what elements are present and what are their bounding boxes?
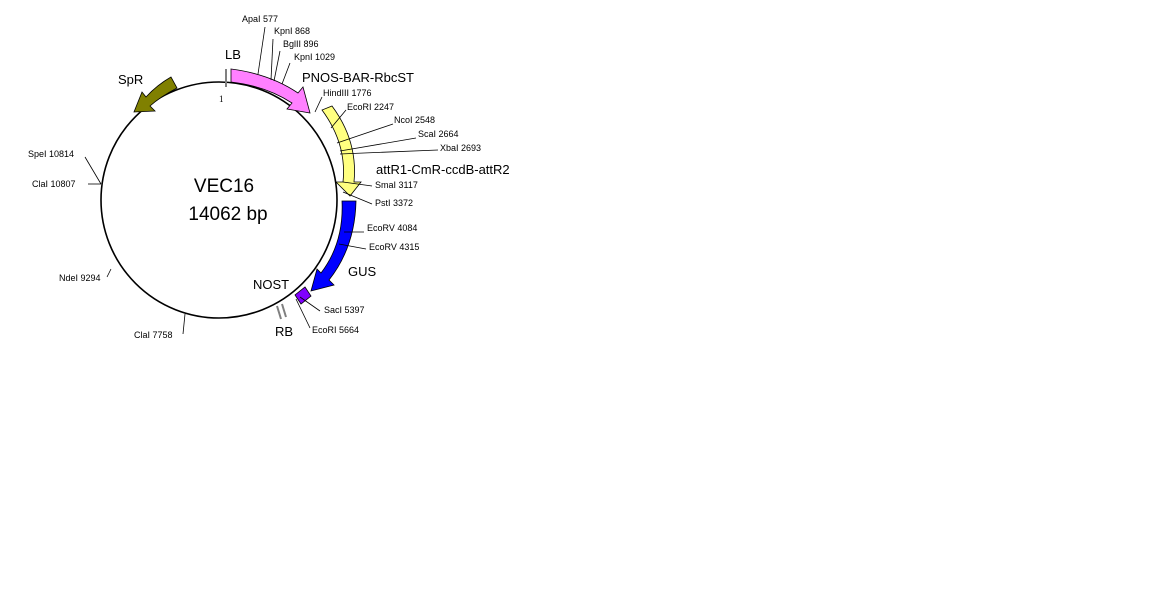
feature-label-rb: RB xyxy=(275,324,293,339)
site-label-ncoi-2548: NcoI 2548 xyxy=(394,115,435,125)
site-label-apai-577: ApaI 577 xyxy=(242,14,278,24)
plasmid-size: 14062 bp xyxy=(188,204,267,225)
feature-arrow-spr[interactable] xyxy=(133,76,178,113)
site-line-xbai-2693 xyxy=(339,149,439,155)
site-line-ecorv-4315 xyxy=(338,243,367,250)
site-label-saci-5397: SacI 5397 xyxy=(324,305,365,315)
site-label-ndei-9294: NdeI 9294 xyxy=(59,273,101,283)
site-label-clai-7758: ClaI 7758 xyxy=(134,330,173,340)
site-label-ecorv-4315: EcoRV 4315 xyxy=(369,242,419,252)
site-line-kpni-868 xyxy=(270,38,274,81)
rb-border-mark xyxy=(276,305,282,320)
feature-label-gus: GUS xyxy=(348,264,377,279)
site-line-saci-5397 xyxy=(299,296,321,312)
site-label-ecorv-4084: EcoRV 4084 xyxy=(367,223,417,233)
site-line-hindiii-1776 xyxy=(314,96,323,113)
feature-label-attr1-cmr-ccdb-attr2: attR1-CmR-ccdB-attR2 xyxy=(376,162,510,177)
site-label-kpni-868: KpnI 868 xyxy=(274,26,310,36)
site-line-ecori-2247 xyxy=(330,109,347,129)
feature-arrow-gus[interactable] xyxy=(310,200,357,292)
feature-arrow-nost[interactable] xyxy=(294,286,312,305)
feature-label-spr: SpR xyxy=(118,72,143,87)
origin-label: 1 xyxy=(219,94,224,104)
site-line-ncoi-2548 xyxy=(336,123,394,144)
rb-border-mark-2 xyxy=(281,303,287,318)
plasmid-name: VEC16 xyxy=(194,176,254,197)
feature-arrow-pnos-bar-rbcst[interactable] xyxy=(230,68,311,114)
site-lines xyxy=(84,26,439,335)
site-label-clai-10807: ClaI 10807 xyxy=(32,179,76,189)
site-line-bglii-896 xyxy=(273,50,281,82)
site-line-ecori-5664 xyxy=(295,298,311,329)
site-label-psti-3372: PstI 3372 xyxy=(375,198,413,208)
site-label-spei-10814: SpeI 10814 xyxy=(28,149,74,159)
plasmid-backbone xyxy=(100,81,338,319)
site-line-spei-10814 xyxy=(84,156,102,185)
site-label-smai-3117: SmaI 3117 xyxy=(375,180,418,190)
site-label-scai-2664: ScaI 2664 xyxy=(418,129,459,139)
feature-label-lb: LB xyxy=(225,47,241,62)
site-line-smai-3117 xyxy=(342,181,373,187)
feature-label-nost: NOST xyxy=(253,277,289,292)
site-label-ecori-2247: EcoRI 2247 xyxy=(347,102,394,112)
site-line-apai-577 xyxy=(257,26,266,75)
feature-label-pnos-bar-rbcst: PNOS-BAR-RbcST xyxy=(302,70,414,85)
site-line-kpni-1029 xyxy=(281,62,291,85)
site-line-psti-3372 xyxy=(342,191,373,205)
site-label-hindiii-1776: HindIII 1776 xyxy=(323,88,372,98)
site-label-xbai-2693: XbaI 2693 xyxy=(440,143,481,153)
site-label-ecori-5664: EcoRI 5664 xyxy=(312,325,359,335)
site-line-ndei-9294 xyxy=(106,268,112,278)
site-label-kpni-1029: KpnI 1029 xyxy=(294,52,335,62)
site-line-clai-7758 xyxy=(182,313,186,335)
site-line-scai-2664 xyxy=(339,137,417,152)
site-label-bglii-896: BglII 896 xyxy=(283,39,319,49)
